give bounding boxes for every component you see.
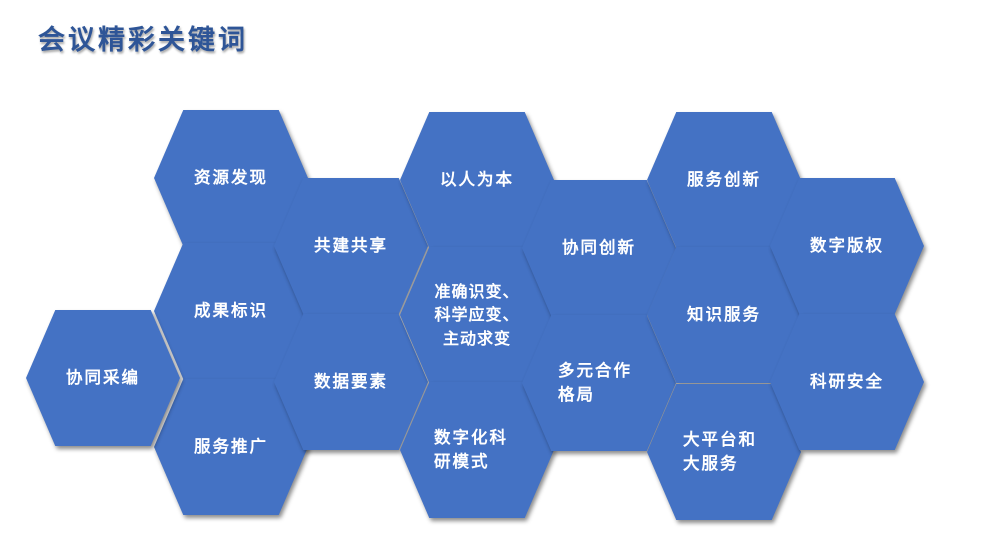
page-title: 会议精彩关键词 — [38, 25, 248, 56]
hexagon-duoyuan-hezuo: 多元合作 格局 — [522, 315, 676, 451]
hexagon-label: 服务推广 — [194, 437, 268, 457]
hexagon-keyan-anquan: 科研安全 — [770, 314, 924, 450]
hexagon-shuzihua-keyan: 数字化科 研模式 — [400, 382, 554, 518]
hexagon-zhishi-fuwu: 知识服务 — [647, 247, 801, 383]
hexagon-label: 大平台和 大服务 — [683, 430, 757, 473]
hexagon-label: 服务创新 — [687, 170, 761, 190]
hexagon-label: 数字版权 — [810, 236, 884, 256]
hexagon-label: 科研安全 — [810, 372, 884, 392]
hexagon-label: 协同创新 — [562, 238, 636, 258]
hexagon-ziyuan-faxian: 资源发现 — [154, 110, 308, 246]
hexagon-chengguo-biaoshi: 成果标识 — [154, 243, 308, 379]
hexagon-label: 资源发现 — [194, 168, 268, 188]
hexagon-fuwu-tuiguang: 服务推广 — [154, 379, 308, 515]
hexagon-label: 多元合作 格局 — [558, 361, 632, 404]
hexagon-label: 数据要素 — [314, 372, 388, 392]
hexagon-shuju-yaosu: 数据要素 — [274, 314, 428, 450]
hexagon-fuwu-chuangxin: 服务创新 — [647, 112, 801, 248]
hexagon-dapingtai: 大平台和 大服务 — [647, 384, 801, 520]
hexagon-label: 知识服务 — [687, 305, 761, 325]
hexagon-xietong-chuangxin: 协同创新 — [522, 180, 676, 316]
hexagon-label: 数字化科 研模式 — [434, 428, 508, 471]
hexagon-zhunque-shibian: 准确识变、 科学应变、 主动求变 — [400, 247, 554, 383]
hexagon-yiren-weiben: 以人为本 — [400, 112, 554, 248]
hexagon-shuzi-banquan: 数字版权 — [770, 178, 924, 314]
hexagon-label: 成果标识 — [194, 301, 268, 321]
hexagon-gongjian-gongxiang: 共建共享 — [274, 178, 428, 314]
hexagon-xietong-caibian: 协同采编 — [26, 310, 180, 446]
hexagon-label: 准确识变、 科学应变、 主动求变 — [434, 282, 520, 348]
hexagon-label: 以人为本 — [440, 170, 514, 190]
hexagon-label: 协同采编 — [66, 368, 140, 388]
hexagon-label: 共建共享 — [314, 236, 388, 256]
